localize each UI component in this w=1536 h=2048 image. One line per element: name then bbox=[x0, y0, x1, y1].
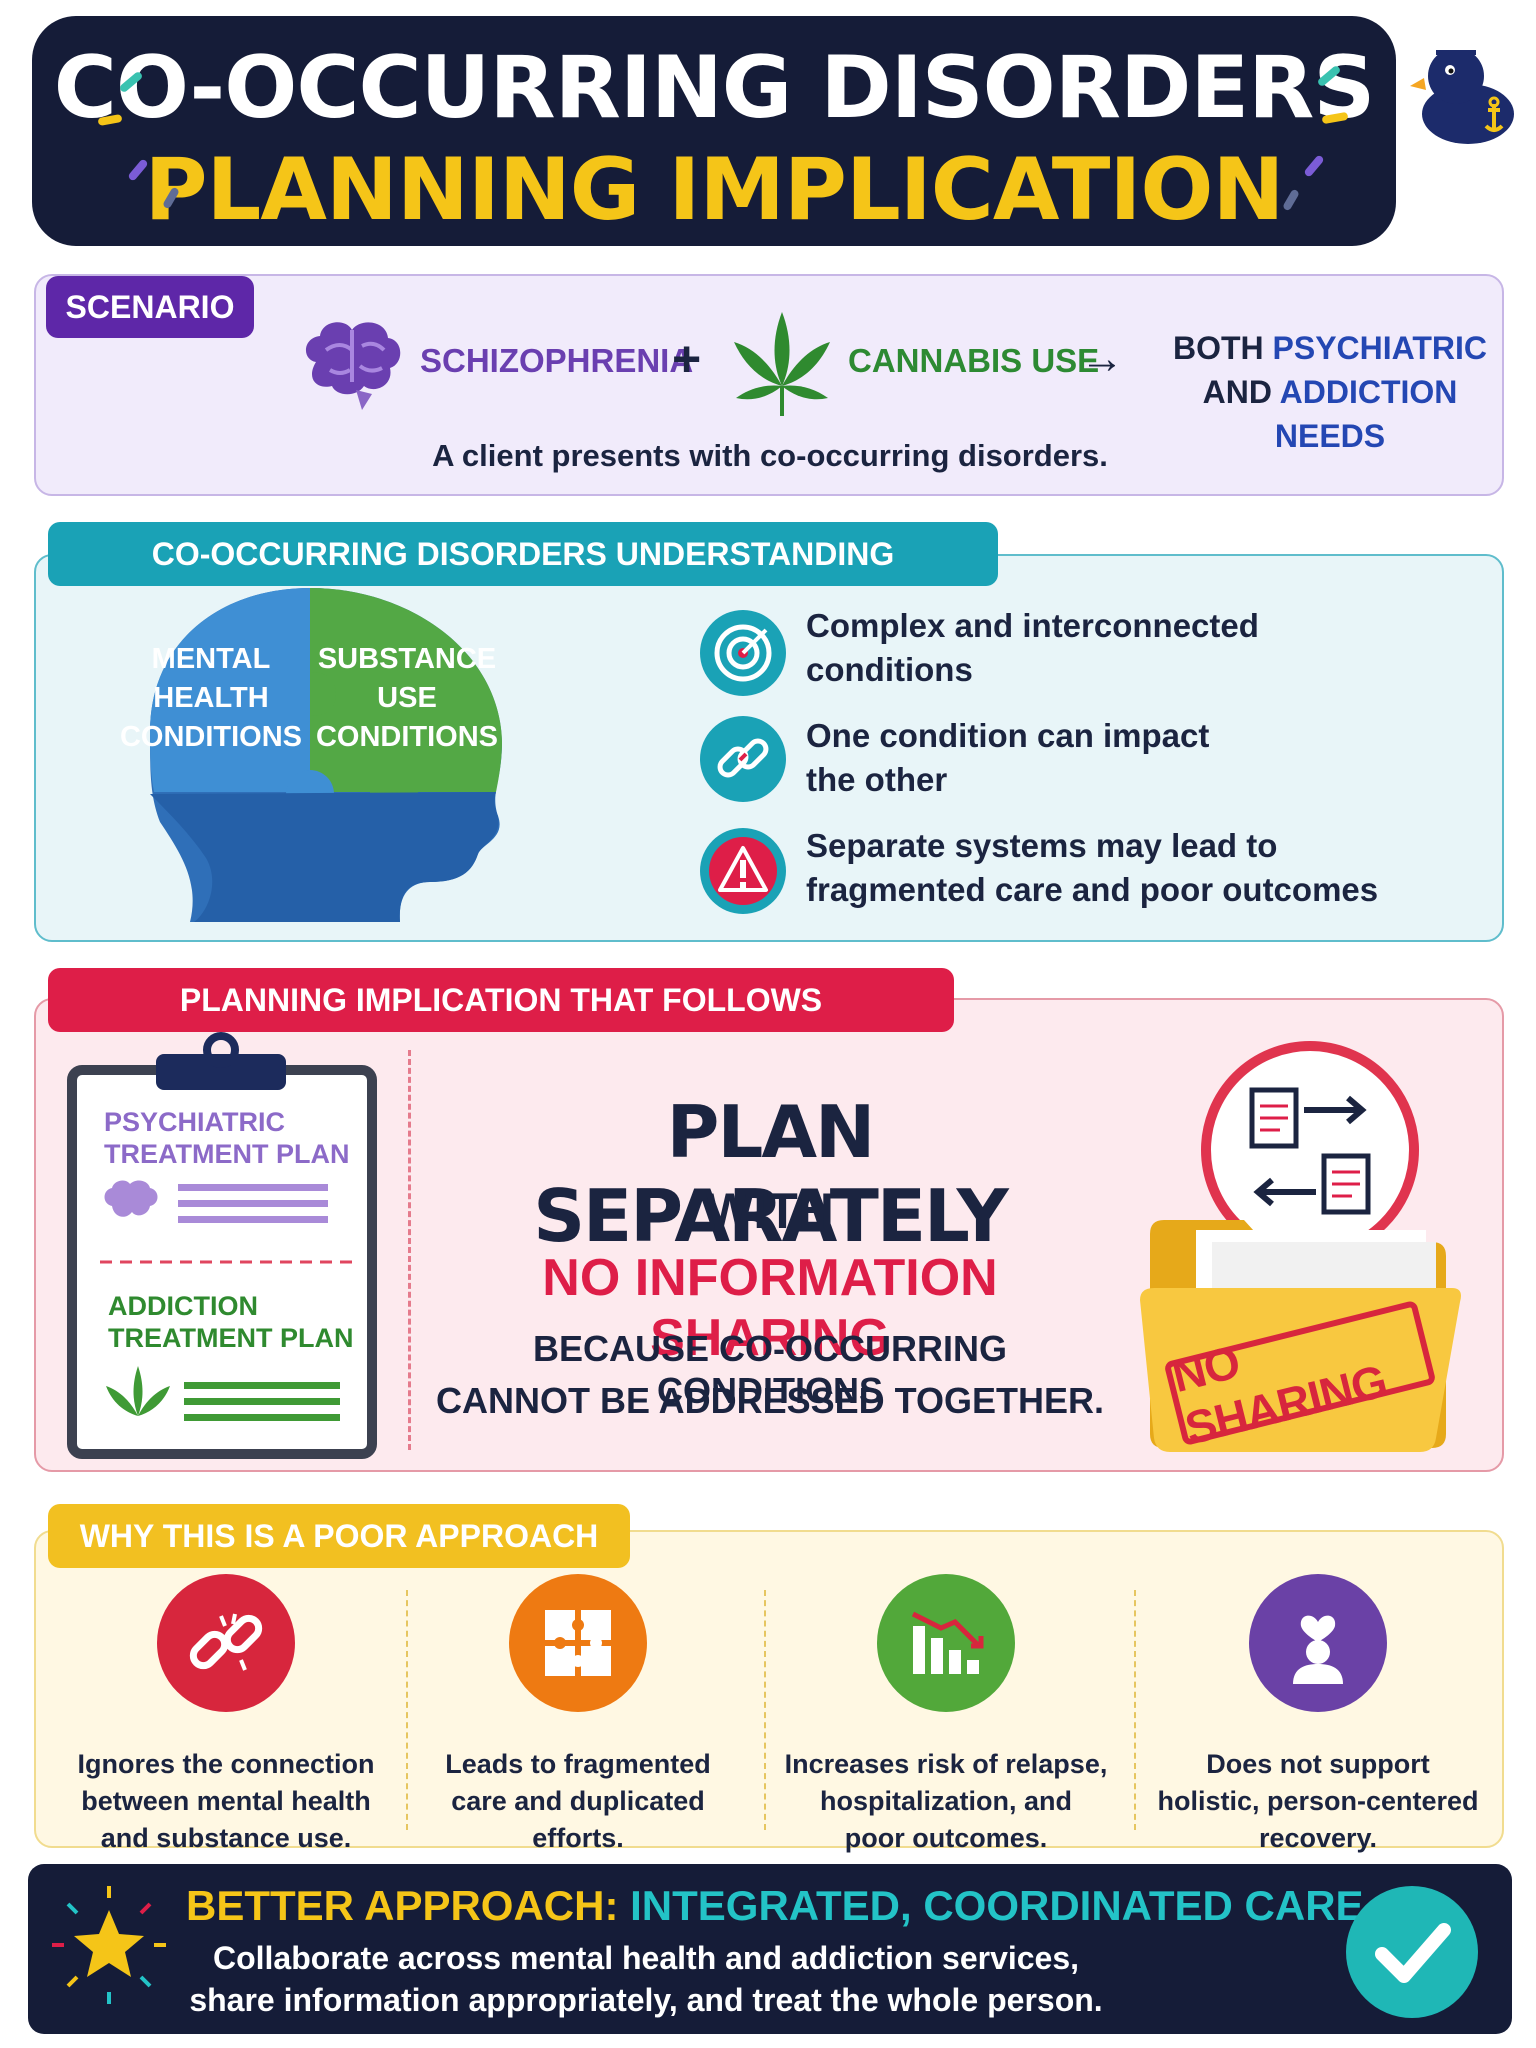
target-icon bbox=[700, 610, 786, 696]
better-line-1: Collaborate across mental health and add… bbox=[212, 1940, 1080, 1976]
person-heart-icon bbox=[1249, 1574, 1387, 1712]
why-text-line: Increases risk of relapse, bbox=[784, 1749, 1108, 1779]
plan-label-line: PSYCHIATRIC bbox=[104, 1107, 286, 1137]
result-psychiatric: PSYCHIATRIC bbox=[1272, 330, 1488, 366]
understanding-item-line: One condition can impact bbox=[806, 717, 1210, 754]
plan-separately-headline: PLAN SEPARATELY bbox=[533, 1090, 1009, 1258]
title-line-2: PLANNING IMPLICATION bbox=[144, 140, 1285, 240]
scenario-result: BOTH PSYCHIATRIC AND ADDICTION NEEDS bbox=[1150, 326, 1510, 458]
condition-cannabis-use: CANNABIS USE bbox=[848, 342, 1100, 379]
why-item-2: Leads to fragmented care and duplicated … bbox=[408, 1574, 748, 1857]
why-tab: WHY THIS IS A POOR APPROACH bbox=[48, 1504, 630, 1568]
why-text-line: holistic, person-centered bbox=[1157, 1786, 1479, 1816]
understanding-tab: CO-OCCURRING DISORDERS UNDERSTANDING bbox=[48, 522, 998, 586]
plus-sign: + bbox=[672, 331, 702, 387]
why-text-line: Ignores the connection bbox=[77, 1749, 375, 1779]
why-separator bbox=[764, 1590, 766, 1830]
result-addiction: ADDICTION NEEDS bbox=[1274, 374, 1458, 454]
why-text-line: poor outcomes. bbox=[844, 1823, 1048, 1853]
puzzle-left-line: MENTAL bbox=[151, 643, 271, 675]
why-text-line: efforts. bbox=[532, 1823, 624, 1853]
addiction-plan-label: ADDICTION TREATMENT PLAN bbox=[108, 1290, 353, 1354]
plan-label-line: TREATMENT PLAN bbox=[108, 1323, 354, 1353]
document-exchange-icon bbox=[1196, 1036, 1424, 1264]
why-text-line: recovery. bbox=[1258, 1823, 1378, 1853]
why-text-line: and substance use. bbox=[100, 1823, 352, 1853]
with-label: WITH bbox=[706, 1183, 834, 1239]
understanding-item-line: conditions bbox=[806, 651, 973, 688]
broken-chain-icon bbox=[157, 1574, 295, 1712]
why-separator bbox=[1134, 1590, 1136, 1830]
why-item-3: Increases risk of relapse, hospitalizati… bbox=[776, 1574, 1116, 1857]
brain-icon bbox=[296, 316, 406, 412]
dashed-divider bbox=[408, 1050, 411, 1450]
why-panel bbox=[34, 1530, 1504, 1848]
why-item-4: Does not support holistic, person-center… bbox=[1148, 1574, 1488, 1857]
clipboard-icon bbox=[66, 1030, 382, 1462]
no-information-sharing: NO INFORMATION SHARING bbox=[542, 1249, 998, 1367]
condition-schizophrenia: SCHIZOPHRENIA bbox=[420, 342, 694, 379]
checkmark-icon bbox=[1346, 1886, 1478, 2018]
sailor-duck-icon bbox=[1410, 26, 1520, 146]
scenario-panel bbox=[34, 274, 1504, 496]
better-line-2: share information appropriately, and tre… bbox=[189, 1982, 1103, 2018]
understanding-item-line: the other bbox=[806, 761, 948, 798]
declining-chart-icon bbox=[877, 1574, 1015, 1712]
puzzle-left-line: CONDITIONS bbox=[119, 721, 303, 753]
understanding-item-2: One condition can impact the other bbox=[806, 714, 1426, 802]
plan-label-line: ADDICTION bbox=[108, 1291, 258, 1321]
warning-icon bbox=[700, 828, 786, 914]
because-line-2: CANNOT BE ADDRESSED TOGETHER. bbox=[435, 1380, 1105, 1421]
why-item-1: Ignores the connection between mental he… bbox=[56, 1574, 396, 1857]
result-and: AND bbox=[1202, 374, 1272, 410]
result-both: BOTH bbox=[1172, 330, 1264, 366]
star-icon bbox=[44, 1880, 174, 2010]
head-puzzle-illustration bbox=[110, 582, 510, 932]
puzzle-right-line: USE bbox=[377, 682, 437, 714]
puzzle-icon bbox=[509, 1574, 647, 1712]
puzzle-left-line: HEALTH bbox=[153, 682, 269, 714]
puzzle-right-line: CONDITIONS bbox=[315, 721, 499, 753]
chain-link-icon bbox=[700, 716, 786, 802]
psychiatric-plan-label: PSYCHIATRIC TREATMENT PLAN bbox=[104, 1106, 349, 1170]
understanding-item-line: fragmented care and poor outcomes bbox=[806, 871, 1379, 908]
plan-label-line: TREATMENT PLAN bbox=[104, 1139, 350, 1169]
why-text-line: hospitalization, and bbox=[819, 1786, 1072, 1816]
why-text-line: between mental health bbox=[81, 1786, 371, 1816]
title-line-1: CO-OCCURRING DISORDERS bbox=[53, 38, 1376, 138]
understanding-item-line: Separate systems may lead to bbox=[806, 827, 1278, 864]
puzzle-mental-health-label: MENTAL HEALTH CONDITIONS bbox=[118, 640, 304, 757]
header-banner: CO-OCCURRING DISORDERS PLANNING IMPLICAT… bbox=[32, 16, 1396, 246]
better-approach-title: BETTER APPROACH: INTEGRATED, COORDINATED… bbox=[186, 1882, 1364, 1930]
understanding-item-line: Complex and interconnected bbox=[806, 607, 1259, 644]
why-text-line: care and duplicated bbox=[451, 1786, 705, 1816]
scenario-tab: SCENARIO bbox=[46, 276, 254, 338]
why-text-line: Does not support bbox=[1206, 1749, 1430, 1779]
arrow-right: → bbox=[1080, 334, 1124, 383]
why-text-line: Leads to fragmented bbox=[445, 1749, 711, 1779]
understanding-item-3: Separate systems may lead to fragmented … bbox=[806, 824, 1426, 912]
folder-icon bbox=[1136, 1208, 1468, 1458]
puzzle-right-line: SUBSTANCE bbox=[317, 643, 497, 675]
cannabis-leaf-icon bbox=[730, 308, 834, 418]
scenario-caption: A client presents with co-occurring diso… bbox=[432, 438, 1108, 473]
why-separator bbox=[406, 1590, 408, 1830]
because-line-1: BECAUSE CO-OCCURRING CONDITIONS bbox=[532, 1328, 1007, 1411]
planning-tab: PLANNING IMPLICATION THAT FOLLOWS bbox=[48, 968, 954, 1032]
better-prefix: BETTER APPROACH: bbox=[186, 1882, 619, 1929]
better-approach-banner bbox=[28, 1864, 1512, 2034]
understanding-item-1: Complex and interconnected conditions bbox=[806, 604, 1426, 692]
better-highlight: INTEGRATED, COORDINATED CARE bbox=[630, 1882, 1364, 1929]
puzzle-substance-use-label: SUBSTANCE USE CONDITIONS bbox=[314, 640, 500, 757]
